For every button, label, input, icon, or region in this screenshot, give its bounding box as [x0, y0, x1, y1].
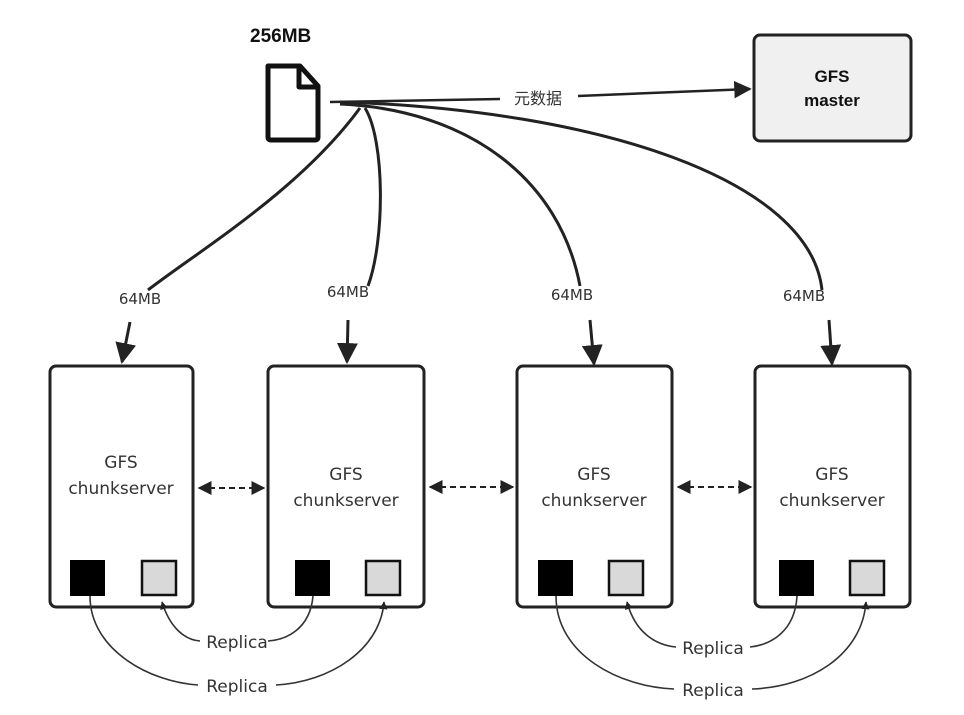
replica-chunk — [848, 559, 886, 597]
replica-label-left-outer: Replica — [206, 677, 268, 697]
chunk-arrow-3 — [581, 319, 603, 367]
chunk-label-2: 64MB — [327, 283, 369, 301]
chunkserver-4-line2: chunkserver — [779, 491, 884, 511]
replica-chunk — [364, 559, 402, 597]
primary-chunk — [779, 560, 814, 596]
replica-chunk — [607, 559, 645, 597]
primary-chunk — [538, 560, 573, 596]
chunkserver-3[interactable]: GFS chunkserver — [515, 364, 674, 609]
chunkserver-2-line2: chunkserver — [293, 491, 398, 511]
chunkserver-1[interactable]: GFS chunkserver — [48, 364, 195, 609]
chunkserver-1-line2: chunkserver — [68, 479, 173, 499]
replica-edge-left-outer — [89, 596, 384, 686]
file-icon — [265, 63, 321, 143]
chunkserver-2[interactable]: GFS chunkserver — [266, 364, 426, 609]
replica-label-right-outer: Replica — [682, 681, 744, 701]
chunkserver-1-line1: GFS — [104, 453, 137, 473]
chunk-edge-2 — [363, 107, 382, 287]
chunk-edge-3 — [339, 102, 582, 287]
replica-edge-right-inner — [627, 596, 798, 648]
chunkserver-4[interactable]: GFS chunkserver — [753, 364, 912, 609]
chunkserver-3-line1: GFS — [577, 465, 610, 485]
chunk-edge-1 — [147, 107, 362, 292]
replica-edge-left-inner — [162, 596, 314, 642]
chunkserver-3-line2: chunkserver — [541, 491, 646, 511]
gfs-master-node[interactable]: GFS master — [752, 33, 913, 143]
chunk-arrow-4 — [820, 319, 842, 367]
chunk-label-3: 64MB — [551, 286, 593, 304]
file-size-label: 256MB — [250, 26, 311, 47]
chunk-arrow-2 — [336, 319, 358, 365]
replica-label-right-inner: Replica — [682, 639, 744, 659]
chunk-label-1: 64MB — [119, 290, 161, 308]
replica-chunk — [140, 559, 178, 597]
primary-chunk — [295, 560, 330, 596]
metadata-edge-label: 元数据 — [514, 89, 562, 108]
primary-chunk — [70, 560, 105, 596]
chunkserver-2-line1: GFS — [329, 465, 362, 485]
replica-label-left-inner: Replica — [206, 633, 268, 653]
chunk-edge-4 — [339, 100, 824, 291]
chunk-label-4: 64MB — [783, 287, 825, 305]
chunk-arrow-1 — [115, 321, 137, 365]
master-label-line2: master — [804, 91, 860, 110]
master-label-line1: GFS — [815, 67, 850, 86]
chunkserver-4-line1: GFS — [815, 465, 848, 485]
replica-edge-right-outer — [555, 596, 866, 690]
